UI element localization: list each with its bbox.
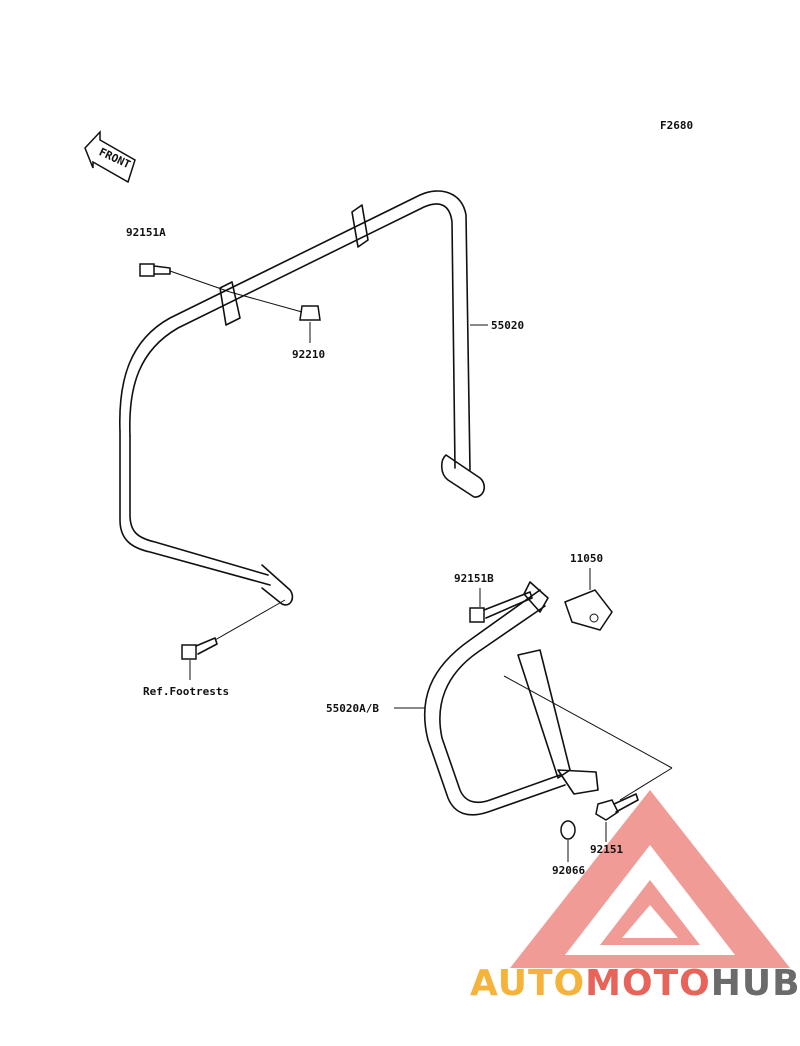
diagram-code: F2680: [660, 119, 693, 132]
label-55020ab: 55020A/B: [326, 702, 379, 715]
watermark-auto: AUTO: [470, 963, 585, 1004]
bolt-92151: [595, 793, 639, 842]
bolt-92151b: [469, 588, 533, 623]
front-arrow-icon: FRONT: [84, 130, 136, 184]
plug-92066: [560, 820, 576, 862]
watermark-text: AUTOMOTOHUB: [470, 963, 800, 1004]
label-92151a: 92151A: [126, 226, 166, 239]
label-11050: 11050: [570, 552, 603, 565]
bolt-ref-footrests: [181, 599, 286, 680]
watermark-moto: MOTO: [585, 963, 711, 1004]
engine-guard-main: [118, 190, 486, 606]
svg-text:AUTOMOTOHUB: AUTOMOTOHUB: [470, 963, 800, 1004]
label-92066: 92066: [552, 864, 585, 877]
label-92151b: 92151B: [454, 572, 494, 585]
bracket-11050: [564, 568, 613, 631]
label-92210: 92210: [292, 348, 325, 361]
watermark-hub: HUB: [711, 963, 800, 1004]
label-ref-footrests: Ref.Footrests: [143, 685, 229, 698]
cap-nut-92210: [229, 291, 321, 343]
label-92151: 92151: [590, 843, 623, 856]
label-55020: 55020: [491, 319, 524, 332]
watermark-logo: [510, 790, 790, 968]
engine-guard-rear: [394, 581, 673, 816]
bolt-92151a: [139, 263, 231, 293]
